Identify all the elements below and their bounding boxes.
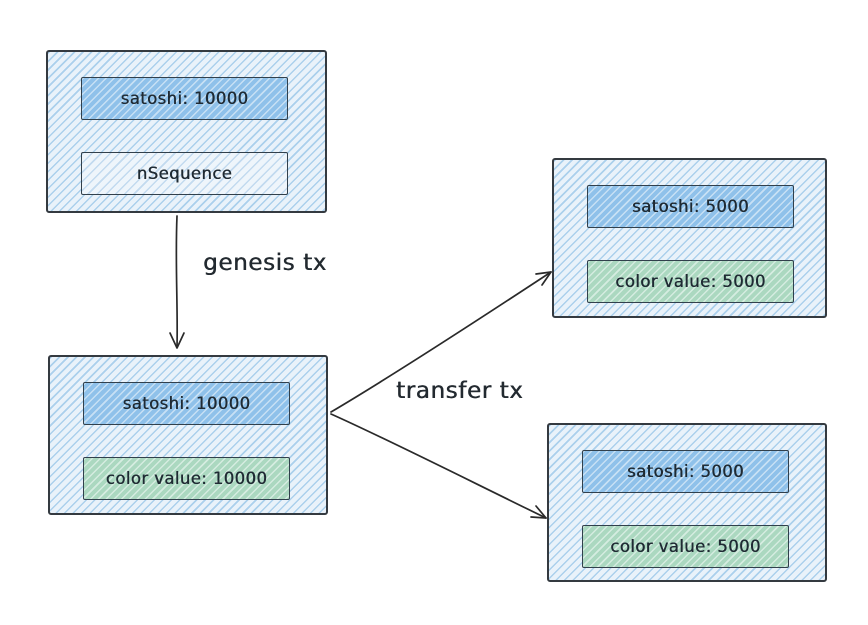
satoshi-field: satoshi: 10000 (83, 382, 290, 425)
utxo-box-transfer-output-bottom: satoshi: 5000 color value: 5000 (547, 423, 827, 582)
genesis-tx-label: genesis tx (203, 250, 327, 276)
satoshi-field: satoshi: 10000 (81, 77, 288, 120)
satoshi-field: satoshi: 5000 (582, 450, 789, 493)
transfer-arrow-bottom (330, 413, 547, 519)
color-value-field: color value: 5000 (587, 260, 794, 303)
satoshi-field: satoshi: 5000 (587, 185, 794, 228)
color-value-field: color value: 5000 (582, 525, 789, 568)
color-value-field: color value: 10000 (83, 457, 290, 500)
utxo-box-genesis-output: satoshi: 10000 color value: 10000 (48, 355, 328, 515)
transfer-tx-label: transfer tx (396, 378, 524, 404)
nsequence-field: nSequence (81, 152, 288, 195)
genesis-arrow (169, 215, 185, 349)
utxo-box-transfer-output-top: satoshi: 5000 color value: 5000 (552, 158, 827, 318)
utxo-box-genesis-input: satoshi: 10000 nSequence (46, 50, 327, 213)
